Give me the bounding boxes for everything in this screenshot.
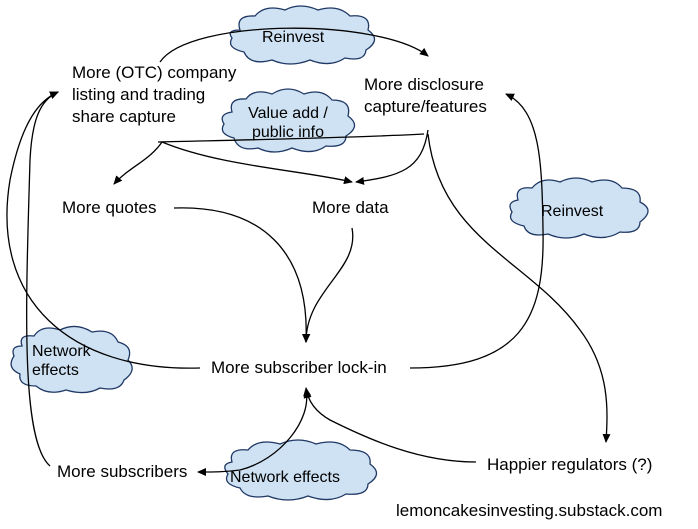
cloud-value-add (221, 88, 356, 153)
node-quotes: More quotes (62, 198, 157, 217)
node-regulators: Happier regulators (?) (487, 455, 653, 474)
cloud-label-reinvest-top: Reinvest (262, 29, 325, 46)
node-disclosure-line-1: More disclosure (364, 75, 484, 94)
cloud-label-network-bottom: Network effects (230, 469, 340, 486)
node-subscribers: More subscribers (57, 462, 188, 481)
arrow-lockin-otc (6, 91, 201, 369)
arrow-regulators-lockin (303, 387, 477, 463)
arrow-network-lockin (239, 389, 312, 471)
cloud-label-network-left: Network effects (32, 342, 91, 380)
arrows (6, 27, 611, 476)
cloud-label-reinvest-right: Reinvest (541, 203, 604, 220)
arrow-disclosure-regulators (427, 133, 611, 443)
node-lock-in: More subscriber lock-in (211, 358, 387, 377)
cloud-reinvest-top (229, 5, 376, 65)
cloud-network-left-line-2: effects (32, 362, 79, 379)
node-data: More data (312, 198, 389, 217)
cloud-label-value-add: Value add / public info (238, 104, 338, 142)
cloud-value-add-line-1: Value add / (248, 105, 328, 122)
node-otc-line-2: listing and trading (72, 85, 206, 104)
node-disclosure-line-2: capture/features (364, 97, 487, 116)
arrow-disclosure-data (355, 129, 429, 185)
arrow-network-subscribers (197, 467, 241, 476)
arrow-disclosure-otc (157, 133, 425, 143)
node-otc-line-3: share capture (72, 107, 176, 126)
cloud-network-bottom (224, 439, 378, 501)
arrow-data-lockin (302, 227, 354, 343)
arrow-subscribers-otc (26, 91, 59, 467)
arrow-otc-data (161, 141, 353, 185)
cloud-value-add-line-2: public info (251, 124, 325, 141)
arrow-lockin-disclosure (409, 93, 544, 369)
node-otc-listing: More (OTC) company listing and trading s… (72, 62, 236, 128)
arrow-reinvest-top (159, 27, 429, 63)
arrow-otc-quotes (113, 141, 163, 185)
arrow-quotes-lockin (173, 207, 311, 343)
footer-source: lemoncakesinvesting.substack.com (396, 501, 663, 520)
cloud-reinvest-right (509, 177, 649, 239)
cloud-network-left-line-1: Network (32, 343, 91, 360)
node-disclosure: More disclosure capture/features (364, 74, 487, 118)
node-otc-line-1: More (OTC) company (72, 63, 237, 82)
